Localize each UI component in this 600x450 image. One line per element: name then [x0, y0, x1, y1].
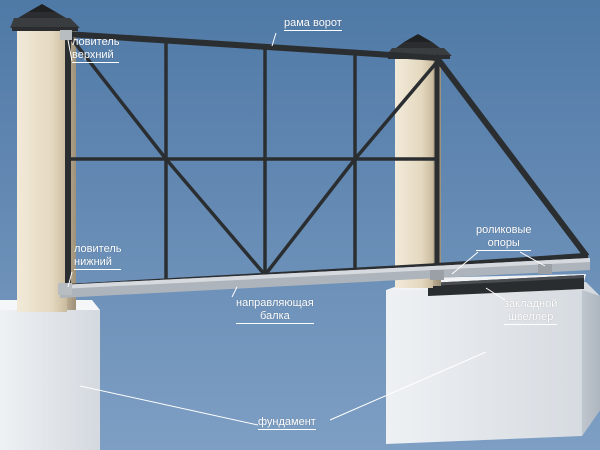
left-pillar: [10, 4, 80, 312]
label-guide-beam-line2: балка: [236, 310, 314, 324]
label-frame-text: рама ворот: [284, 17, 342, 31]
label-guide-beam: направляющая балка: [236, 297, 314, 324]
label-guide-beam-line1: направляющая: [236, 297, 314, 309]
label-roller-supports: роликовые опоры: [476, 224, 532, 251]
label-catcher-bottom: ловитель нижний: [74, 243, 122, 270]
gate-frame: [62, 30, 590, 291]
roller-supports: [430, 264, 552, 280]
guide-beam: [60, 258, 590, 298]
label-embedded-channel: закладной швеллер: [504, 298, 558, 325]
label-catcher-top-line1: ловитель: [72, 36, 120, 48]
label-frame: рама ворот: [284, 17, 342, 31]
label-embedded-channel-line2: швеллер: [504, 311, 558, 325]
label-roller-supports-line1: роликовые: [476, 224, 532, 236]
embedded-channel: [428, 275, 584, 296]
right-foundation: [386, 274, 600, 444]
left-foundation: [0, 300, 100, 450]
label-catcher-top-line2: верхний: [72, 49, 120, 63]
label-catcher-bottom-line2: нижний: [74, 256, 122, 270]
label-roller-supports-line2: опоры: [476, 237, 532, 251]
label-foundation-text: фундамент: [258, 416, 316, 430]
leader-lines: [67, 32, 546, 426]
label-foundation: фундамент: [258, 416, 316, 430]
label-embedded-channel-line1: закладной: [504, 298, 558, 310]
label-catcher-top: ловитель верхний: [72, 36, 120, 63]
label-catcher-bottom-line1: ловитель: [74, 243, 122, 255]
